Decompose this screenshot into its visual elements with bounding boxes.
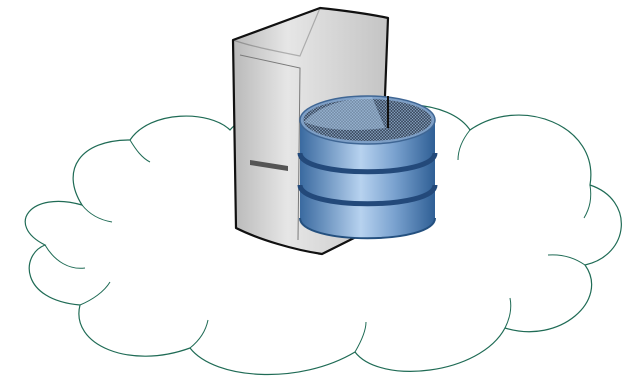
drive-slot xyxy=(250,160,288,171)
database-icon xyxy=(297,95,438,240)
